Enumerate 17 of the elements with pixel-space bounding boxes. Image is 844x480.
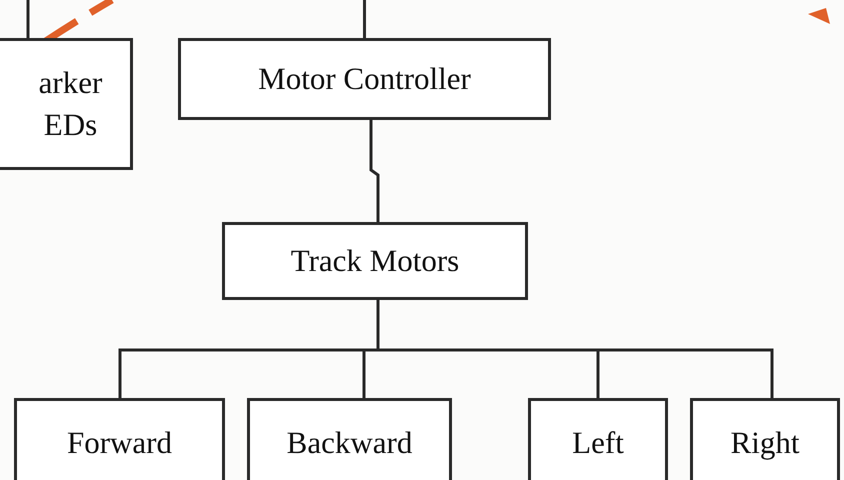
process-box [178, 38, 551, 120]
box-label: Left [572, 424, 624, 462]
process-box [222, 222, 528, 300]
box-label: Forward [66, 424, 172, 462]
box-label: Backward [286, 424, 412, 462]
box-label: Right [730, 424, 800, 462]
process-box [528, 398, 668, 480]
connector-line [370, 120, 380, 222]
process-box [247, 398, 452, 480]
connector-line [363, 0, 366, 38]
process-box [14, 398, 225, 480]
process-box [690, 398, 840, 480]
box-label: Motor Controller [258, 60, 471, 98]
connector-line [26, 0, 30, 38]
process-box [0, 38, 133, 170]
box-label: arker EDs [38, 64, 104, 144]
box-label: Track Motors [290, 242, 460, 280]
